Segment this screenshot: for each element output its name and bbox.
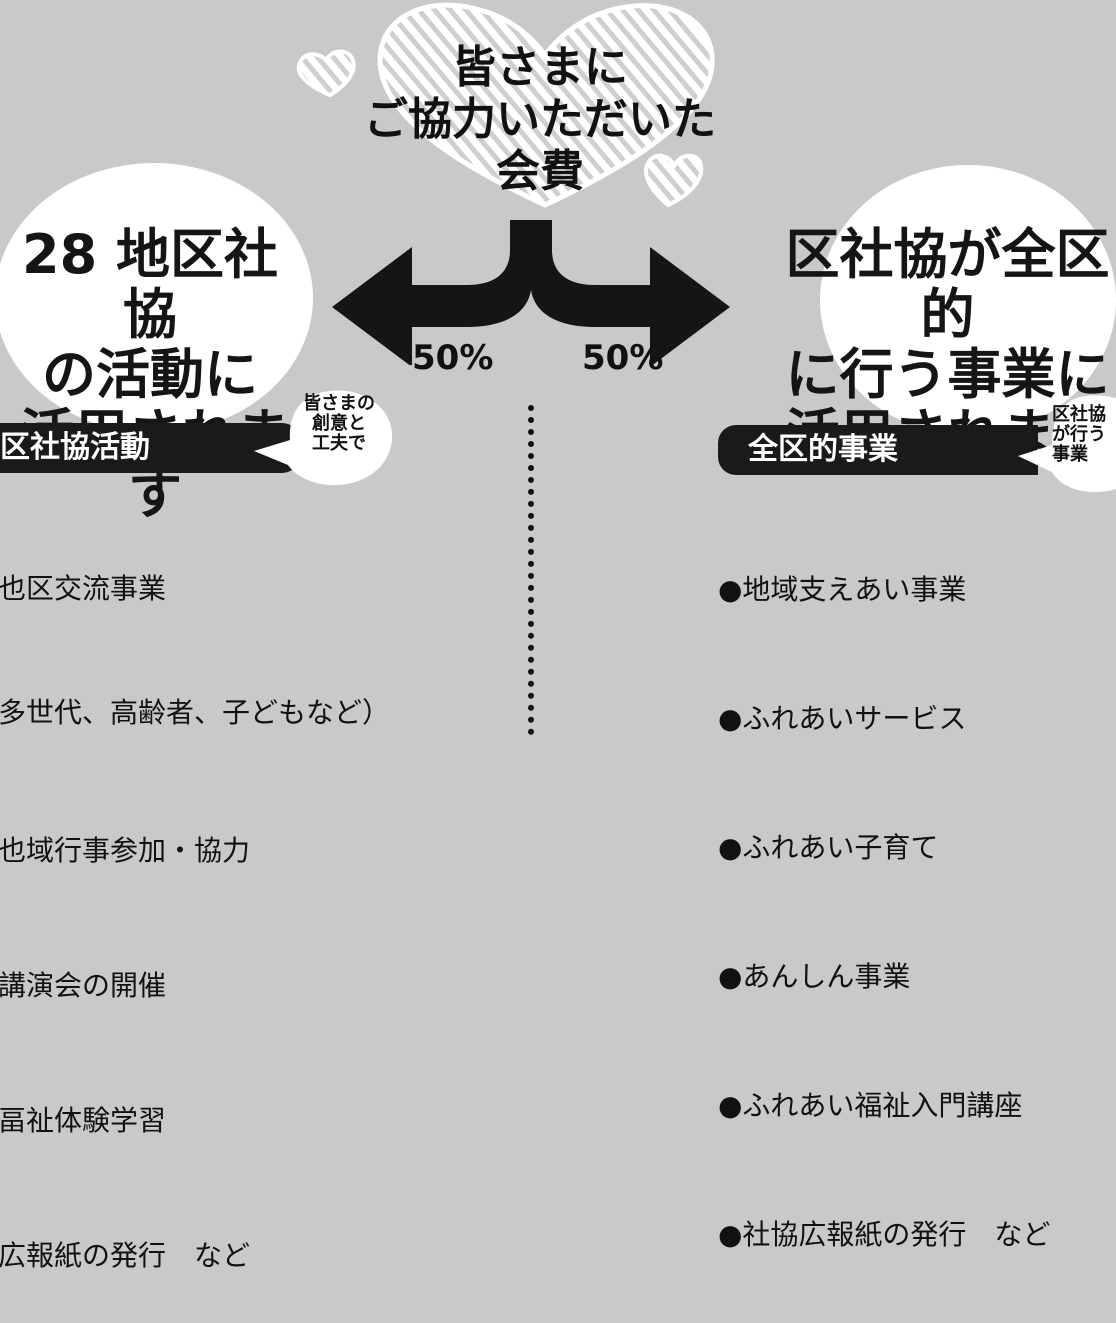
small-heart-right-icon: [644, 153, 704, 208]
right-headline-line-2: に行う事業に: [785, 343, 1110, 406]
right-bubble: 区社協 が行う 事業: [1052, 405, 1116, 465]
left-headline-line-1: 28 地区社協: [22, 223, 278, 346]
left-list-item: 講演会の開催: [0, 969, 167, 1002]
right-circle: [820, 165, 1116, 435]
left-section-tab-label: 区社協活動: [0, 430, 150, 465]
left-bubble-line-1: 皆さまの: [303, 393, 375, 414]
right-headline-line-1: 区社協が全区的: [785, 223, 1110, 346]
small-heart-left-icon: [296, 49, 356, 98]
left-activity-list: 也区交流事業 多世代、高齢者、子どもなど） 也域行事参加・協力 講演会の開催 畐…: [0, 482, 390, 1323]
left-percent: 50%: [412, 338, 494, 378]
split-arrow: [332, 220, 730, 365]
right-bubble-shape: [1018, 395, 1116, 493]
left-bubble: 皆さまの 創意と 工夫で: [284, 394, 394, 454]
left-list-item: 也域行事参加・協力: [0, 834, 251, 867]
heart-line-3: 会費: [496, 146, 584, 197]
dotted-divider: [528, 405, 534, 735]
left-bubble-shape: [254, 390, 393, 486]
right-list-item: ●あんしん事業: [718, 960, 911, 993]
right-section-tab: 全区的事業: [718, 425, 1038, 475]
heart-title: 皆さまに ご協力いただいた 会費: [360, 42, 720, 198]
right-list-item: ●ふれあい福祉入門講座: [718, 1089, 1023, 1122]
left-section-tab: 区社協活動: [0, 423, 300, 473]
left-list-item: 也区交流事業: [0, 572, 167, 605]
left-bubble-line-3: 工夫で: [312, 433, 366, 454]
left-list-item: 畐祉体験学習: [0, 1104, 167, 1137]
right-list-item: ●ふれあい子育て: [718, 831, 939, 864]
right-bubble-line-3: 事業: [1052, 444, 1088, 465]
right-list-item: ●地域支えあい事業: [718, 573, 967, 606]
right-bubble-line-1: 区社協: [1052, 404, 1106, 425]
left-bubble-line-2: 創意と: [312, 413, 366, 434]
right-list-item: ●社協広報紙の発行 など: [718, 1218, 1051, 1251]
left-list-item: 多世代、高齢者、子どもなど）: [0, 696, 391, 729]
heart-graphic: [296, 2, 715, 208]
heart-line-2: ご協力いただいた: [364, 94, 716, 145]
left-list-item: 広報紙の発行 など: [0, 1239, 251, 1272]
right-activity-list: ●地域支えあい事業 ●ふれあいサービス ●ふれあい子育て ●あんしん事業 ●ふれ…: [718, 482, 1050, 1299]
right-section-tab-label: 全区的事業: [748, 432, 898, 467]
right-list-item: ●ふれあいサービス: [718, 702, 967, 735]
heart-line-1: 皆さまに: [452, 42, 628, 93]
left-headline-line-2: の活動に: [42, 343, 258, 406]
right-bubble-line-2: が行う: [1052, 424, 1106, 445]
left-circle: [0, 163, 313, 433]
right-percent: 50%: [582, 338, 664, 378]
